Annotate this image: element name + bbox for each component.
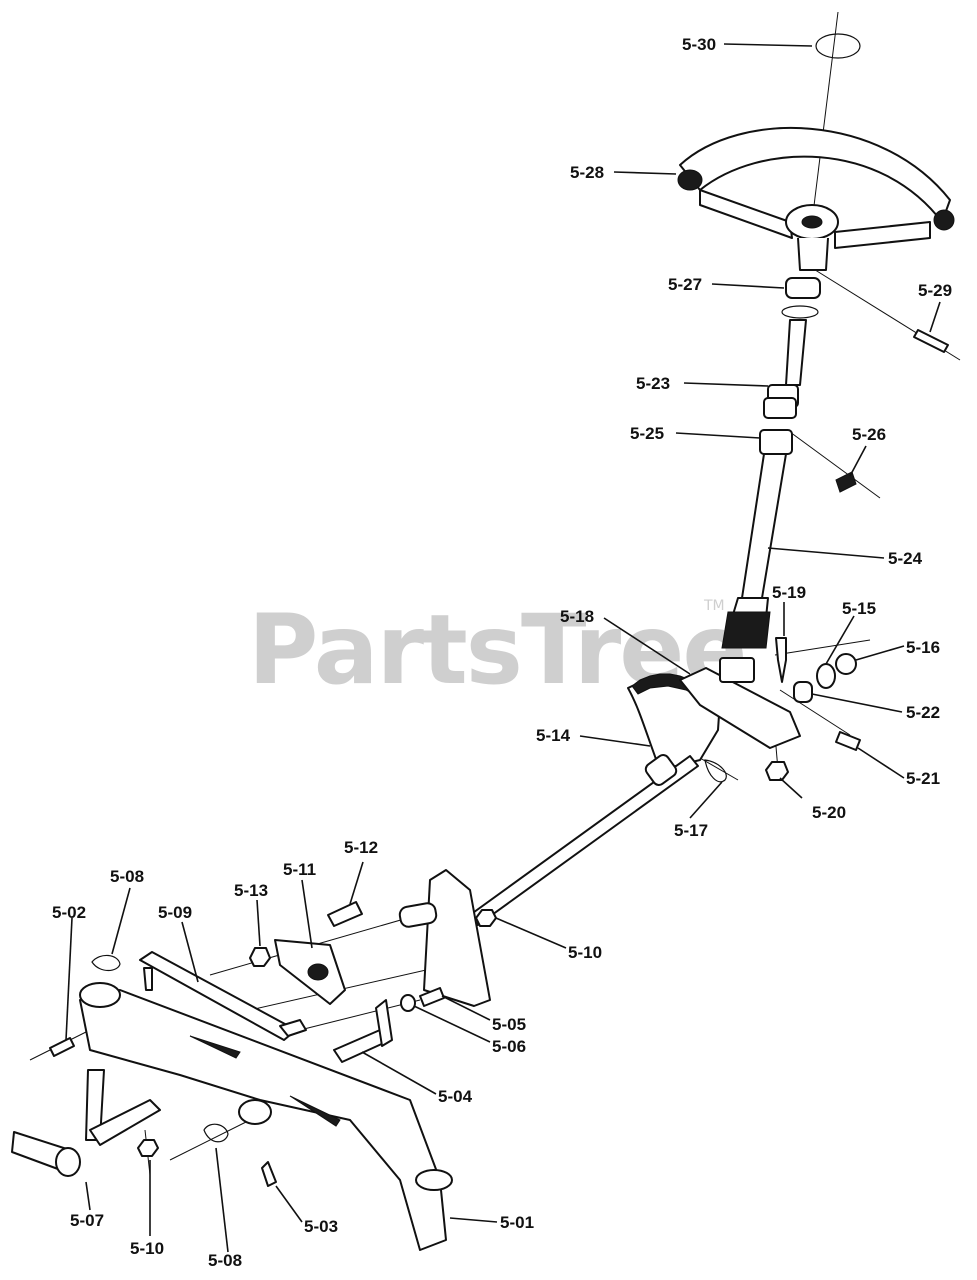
support-plate	[423, 869, 491, 1007]
nut-13	[249, 947, 271, 967]
label-5-04: 5-04	[438, 1087, 473, 1106]
grease-fitting-21	[835, 731, 861, 751]
washer-16	[835, 653, 857, 675]
washer-06	[400, 994, 416, 1012]
steering-wheel	[677, 127, 955, 271]
label-5-27: 5-27	[668, 275, 702, 294]
part-labels: 5-30 5-28 5-27 5-29 5-23 5-25 5-26 5-24 …	[52, 35, 952, 1270]
label-5-14: 5-14	[536, 726, 571, 745]
washer	[781, 305, 819, 319]
e-ring-08-lower	[203, 1123, 229, 1143]
label-5-30: 5-30	[682, 35, 716, 54]
label-5-10-upper: 5-10	[568, 943, 602, 962]
drag-link-collar	[644, 754, 678, 786]
tie-rod-stud	[143, 967, 153, 991]
grease-fitting-02	[49, 1037, 75, 1057]
steering-shaft	[721, 319, 807, 649]
label-5-17: 5-17	[674, 821, 708, 840]
label-5-03: 5-03	[304, 1217, 338, 1236]
label-5-20: 5-20	[812, 803, 846, 822]
spacer-22	[793, 681, 813, 703]
grease-fitting-03	[261, 1161, 277, 1187]
label-5-13: 5-13	[234, 881, 268, 900]
label-5-18: 5-18	[560, 607, 594, 626]
watermark-tm: TM	[703, 598, 725, 614]
label-5-19: 5-19	[772, 583, 806, 602]
tie-rod-end	[279, 1019, 307, 1037]
nut-10-lower	[137, 1139, 159, 1157]
label-5-10-lower: 5-10	[130, 1239, 164, 1258]
cotter-pin	[704, 759, 727, 783]
e-ring-08-upper	[91, 954, 121, 972]
label-5-02: 5-02	[52, 903, 86, 922]
front-axle	[79, 982, 453, 1251]
wheel-adapter	[785, 277, 821, 299]
roll-pin	[913, 329, 949, 353]
spindle	[11, 1069, 161, 1177]
pivot-block	[719, 657, 755, 683]
label-5-26: 5-26	[852, 425, 886, 444]
bolt-05	[419, 987, 445, 1007]
label-5-06: 5-06	[492, 1037, 526, 1056]
label-5-21: 5-21	[906, 769, 940, 788]
label-5-22: 5-22	[906, 703, 940, 722]
nut-10-upper	[475, 909, 497, 927]
label-5-11: 5-11	[283, 860, 316, 879]
label-5-08-lower: 5-08	[208, 1251, 242, 1270]
bracket-bolt	[775, 637, 787, 683]
label-5-23: 5-23	[636, 374, 670, 393]
label-5-29: 5-29	[918, 281, 952, 300]
label-5-01: 5-01	[500, 1213, 534, 1232]
label-5-24: 5-24	[888, 549, 923, 568]
nut-20	[765, 761, 789, 781]
label-5-05: 5-05	[492, 1015, 526, 1034]
label-5-16: 5-16	[906, 638, 940, 657]
washer-15	[816, 663, 836, 689]
label-5-15: 5-15	[842, 599, 876, 618]
pivot-tab	[375, 999, 393, 1047]
horn-cap	[815, 33, 861, 59]
bolt-12	[327, 901, 363, 927]
label-5-07: 5-07	[70, 1211, 104, 1230]
steering-bracket	[679, 667, 801, 749]
label-5-09: 5-09	[158, 903, 192, 922]
label-5-25: 5-25	[630, 424, 664, 443]
pivot-pin	[333, 1029, 387, 1063]
leader-lines	[65, 43, 941, 1253]
set-screw	[835, 471, 857, 493]
label-5-12: 5-12	[344, 838, 378, 857]
label-5-28: 5-28	[570, 163, 604, 182]
label-5-08-upper: 5-08	[110, 867, 144, 886]
support-shaft	[398, 902, 438, 928]
